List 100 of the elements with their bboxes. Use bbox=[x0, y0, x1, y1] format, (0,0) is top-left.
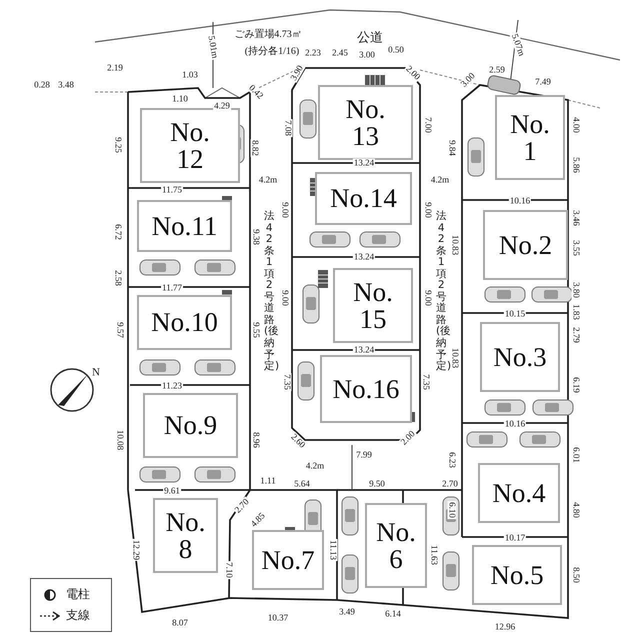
dimension-label: 7.49 bbox=[534, 78, 552, 86]
lot-number: No.7 bbox=[261, 546, 315, 574]
dimension-label: 6.14 bbox=[384, 610, 402, 618]
house-footprint bbox=[315, 172, 412, 225]
legend-label: 電柱 bbox=[66, 586, 90, 603]
dimension-label: 5.64 bbox=[293, 480, 311, 488]
dimension-label: 3.49 bbox=[338, 608, 356, 616]
dimension-label: 1.10 bbox=[171, 94, 189, 104]
dimension-label: 13.24 bbox=[352, 252, 376, 262]
legend-label: 支線 bbox=[66, 607, 90, 624]
dimension-label: 1.03 bbox=[181, 70, 199, 80]
dimension-label: 2.79 bbox=[572, 326, 580, 344]
dimension-label: 4.29 bbox=[213, 102, 231, 110]
dimension-label: 9.50 bbox=[368, 480, 386, 488]
map-label: ごみ置場4.73㎡ bbox=[233, 30, 303, 40]
dimension-label: 5.86 bbox=[572, 156, 580, 174]
dimension-label: 6.19 bbox=[572, 376, 580, 394]
dimension-label: 9.55 bbox=[252, 321, 260, 339]
dimension-label: 3.46 bbox=[572, 209, 580, 227]
house-footprint bbox=[365, 503, 427, 588]
dimension-label: 2.45 bbox=[331, 48, 349, 58]
map-label: N bbox=[91, 368, 101, 378]
house-footprint bbox=[252, 530, 324, 590]
lot-number: No.3 bbox=[493, 344, 547, 370]
dimension-label: 11.63 bbox=[430, 544, 438, 566]
dimension-label: 11.77 bbox=[161, 284, 183, 292]
dimension-label: 10.08 bbox=[116, 428, 124, 452]
lot-number: No.4 bbox=[492, 480, 546, 506]
dimension-label: 7.08 bbox=[284, 119, 292, 137]
dimension-label: 6.23 bbox=[448, 451, 456, 469]
dimension-label: 9.00 bbox=[424, 289, 432, 307]
dimension-label: 3.90 bbox=[288, 63, 306, 83]
dimension-label: 0.28 bbox=[33, 80, 51, 90]
dimension-label: 10.83 bbox=[450, 346, 460, 370]
dimension-label: 12.96 bbox=[494, 622, 516, 632]
dimension-label: 2.70 bbox=[232, 496, 252, 516]
dimension-label: 0.50 bbox=[387, 46, 405, 54]
dimension-label: 4.2m bbox=[430, 176, 450, 184]
dimension-label: 3.00 bbox=[458, 70, 478, 90]
house-footprint bbox=[153, 498, 218, 573]
dimension-label: 1.83 bbox=[572, 303, 580, 321]
dimension-label: 2.00 bbox=[398, 428, 418, 448]
dimension-label: 8.50 bbox=[572, 566, 580, 584]
map-label: (持分各1/16) bbox=[244, 47, 300, 57]
dimension-label: 2.23 bbox=[304, 48, 322, 58]
dimension-label: 9.00 bbox=[280, 201, 290, 219]
house-footprint bbox=[137, 295, 232, 350]
dimension-label: 7.10 bbox=[224, 561, 234, 579]
lot-number: No. 6 bbox=[375, 518, 417, 572]
dimension-label: 8.82 bbox=[250, 139, 260, 157]
lot-number: No.9 bbox=[164, 412, 218, 439]
house-footprint bbox=[140, 108, 240, 183]
lot-number: No.11 bbox=[152, 212, 218, 240]
dimension-label: 11.75 bbox=[161, 186, 183, 194]
dimension-label: 11.13 bbox=[328, 539, 338, 561]
dimension-label: 8.96 bbox=[252, 431, 260, 449]
dimension-label: 10.16 bbox=[508, 196, 532, 206]
lot-number: No. 12 bbox=[169, 118, 211, 172]
dimension-label: 3.48 bbox=[57, 80, 75, 90]
dimension-label: 10.37 bbox=[266, 614, 290, 622]
dimension-label: 7.35 bbox=[422, 373, 430, 391]
dimension-label: 2.70 bbox=[441, 480, 459, 488]
dimension-label: 3.55 bbox=[572, 239, 580, 257]
dimension-label: 7.35 bbox=[282, 373, 292, 391]
dimension-label: 4.2m bbox=[258, 176, 278, 184]
lot-number: No.5 bbox=[490, 562, 544, 588]
dimension-label: 6.10 bbox=[448, 501, 456, 519]
house-footprint bbox=[320, 355, 412, 423]
lot-number: No.16 bbox=[332, 376, 400, 402]
dimension-label: 9.00 bbox=[280, 289, 290, 307]
dimension-label: 4.80 bbox=[572, 501, 580, 519]
dimension-label: 8.07 bbox=[171, 618, 189, 628]
dimension-label: 9.57 bbox=[116, 321, 124, 339]
lot-number: No.14 bbox=[330, 185, 397, 212]
dimension-label: 9.00 bbox=[424, 201, 432, 219]
dimension-label: 7.00 bbox=[424, 116, 432, 134]
dimension-label: 9.84 bbox=[448, 139, 456, 157]
map-label: 公道 bbox=[356, 30, 384, 44]
house-footprint bbox=[143, 393, 238, 458]
dimension-label: 7.99 bbox=[355, 450, 373, 460]
lot-number: No.10 bbox=[151, 309, 218, 336]
house-footprint bbox=[478, 463, 560, 523]
dimension-label: 6.01 bbox=[572, 446, 580, 464]
dimension-label: 13.24 bbox=[352, 158, 376, 168]
house-footprint bbox=[318, 85, 413, 160]
dimension-label: 5.01m bbox=[206, 34, 220, 60]
dimension-label: 2.60 bbox=[288, 432, 308, 450]
dimension-label: 1.11 bbox=[259, 476, 277, 486]
dimension-label: 0.42 bbox=[246, 82, 266, 102]
dimension-label: 6.72 bbox=[114, 223, 122, 241]
dimension-label: 13.24 bbox=[352, 346, 376, 354]
house-footprint bbox=[483, 210, 568, 280]
dimension-label: 2.58 bbox=[114, 269, 122, 287]
dimension-label: 10.17 bbox=[504, 534, 526, 542]
dimension-label: 3.00 bbox=[358, 50, 376, 60]
dimension-label: 10.16 bbox=[504, 420, 526, 428]
dimension-label: 4.00 bbox=[572, 116, 580, 134]
dimension-label: 2.19 bbox=[106, 64, 124, 72]
dimension-label: 3.80 bbox=[572, 281, 580, 299]
house-footprint bbox=[137, 200, 232, 252]
